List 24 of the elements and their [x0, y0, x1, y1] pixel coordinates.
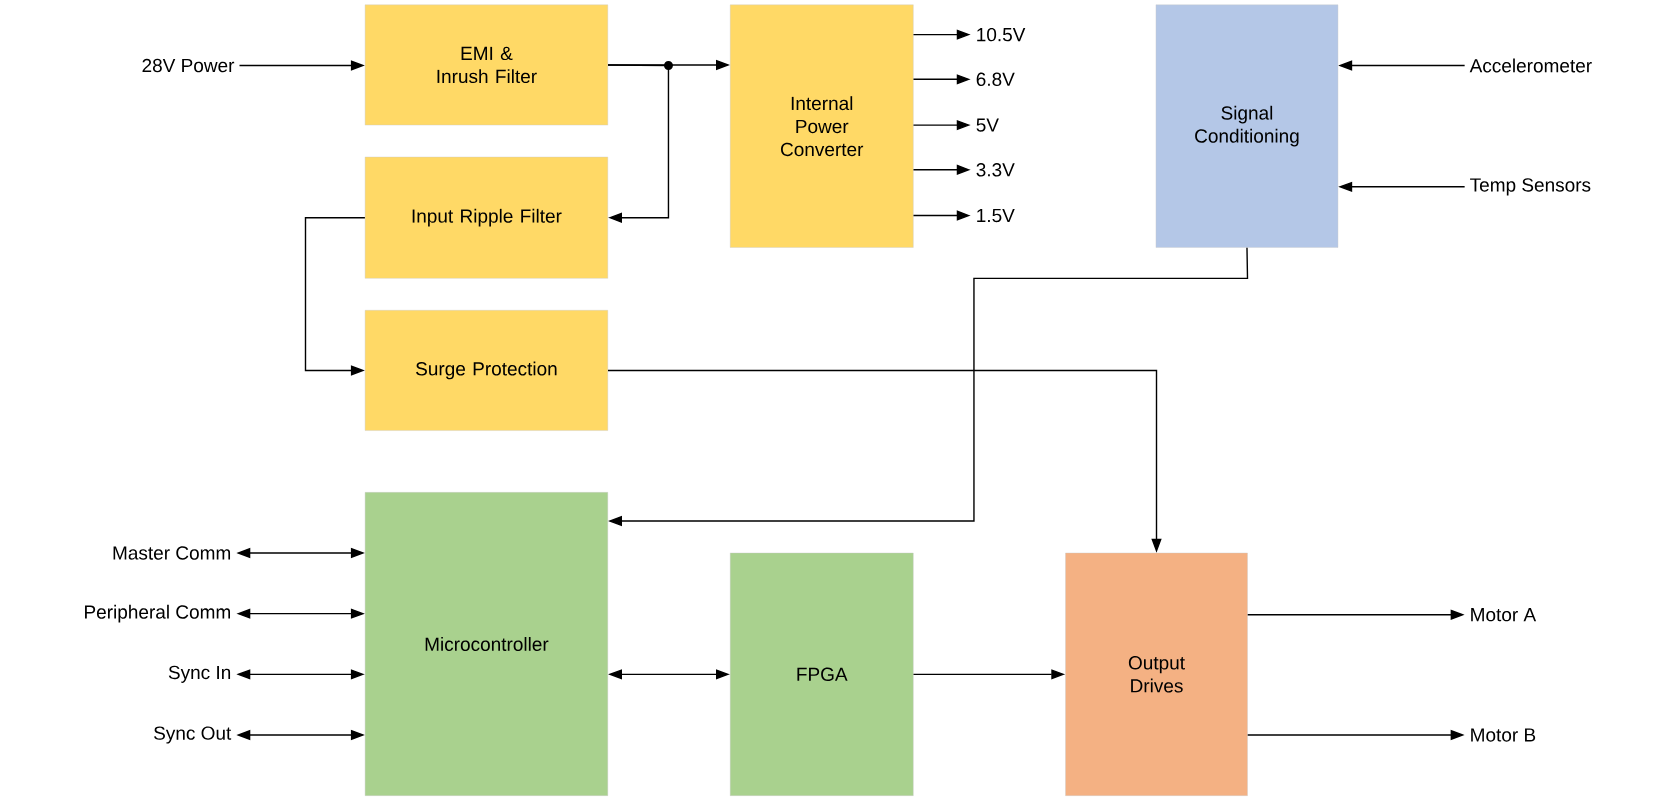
signal-label: Temp Sensors	[1470, 178, 1591, 196]
block-box: Microcontroller	[364, 492, 608, 796]
arrow	[607, 64, 670, 223]
signal-label: Sync Out	[154, 726, 232, 744]
block-box: Signal Conditioning	[1155, 4, 1339, 248]
arrow	[304, 217, 366, 376]
signal-label: 6.8V	[976, 72, 1015, 87]
signal-label: Sync In	[168, 665, 231, 683]
signal-label: Motor A	[1471, 608, 1537, 622]
signal-label: Master Comm	[113, 546, 230, 560]
signal-label: Peripheral Comm	[85, 604, 230, 623]
block-box: Input Ripple Filter	[364, 156, 608, 279]
signal-label: 1.5V	[977, 208, 1015, 223]
signal-label: 10.5V	[977, 27, 1026, 42]
block-box: FPGA	[730, 552, 914, 796]
signal-label: Motor B	[1471, 728, 1536, 742]
signal-label: 5V	[976, 118, 999, 132]
signal-label: Accelerometer	[1469, 58, 1592, 73]
signal-label: 28V Power	[142, 58, 235, 73]
block-box: Internal Power Converter	[730, 4, 914, 248]
signal-label: 3.3V	[976, 163, 1015, 177]
block-box: EMI & Inrush Filter	[364, 4, 608, 126]
block-box: Surge Protection	[364, 310, 608, 431]
block-box: Output Drives	[1065, 552, 1248, 796]
